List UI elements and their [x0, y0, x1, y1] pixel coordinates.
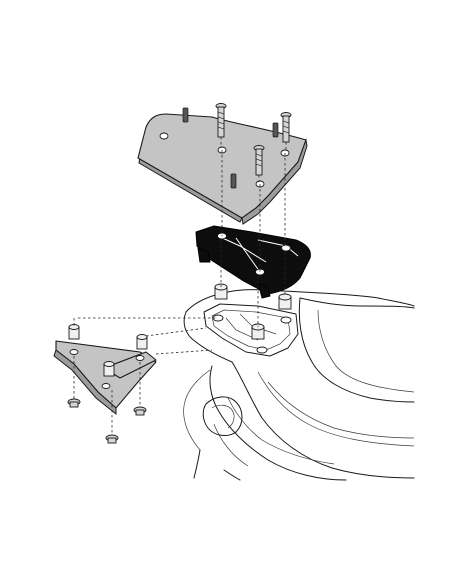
lock-nut — [67, 398, 147, 444]
assembly-guide-lines — [73, 137, 287, 435]
mounting-bolt — [215, 103, 292, 176]
adapter-bracket — [195, 225, 311, 299]
scooter-rear-body — [183, 289, 415, 481]
spacer-sleeve — [68, 324, 148, 377]
